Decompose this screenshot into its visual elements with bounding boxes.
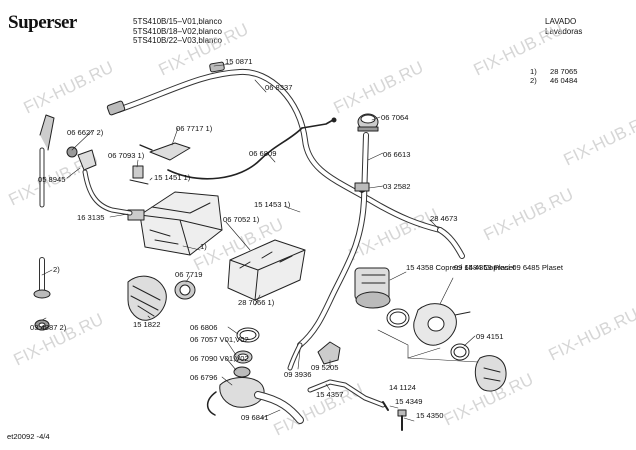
pump-filter-09-5205 [287, 341, 341, 371]
bracket-06-7717 [139, 142, 191, 161]
ring-set [233, 327, 260, 378]
drain-pump-15-4358 [354, 267, 410, 328]
part-label: 05 8945 [38, 175, 66, 184]
part-label: 16 3135 [77, 213, 105, 222]
legend-key: 1) [530, 67, 537, 76]
part-label: 06 7093 1) [108, 151, 145, 160]
part-label: 06 7064 [381, 113, 409, 122]
legend-value: 28 7065 [550, 67, 578, 76]
part-label: 1) [200, 242, 207, 251]
hose-06-6613 [297, 132, 370, 348]
wire-06-6809 [167, 117, 337, 180]
part-label: 15 4357 [316, 390, 344, 399]
part-label: 15 0871 [225, 57, 253, 66]
part-label: 14 1124 [389, 383, 416, 392]
bellows-15-1822 [127, 275, 196, 321]
part-label: 06 6627 2) [67, 128, 104, 137]
drain-pipe-09-6841 [206, 377, 304, 424]
part-label: 06 6796 [190, 373, 218, 382]
part-label: 06 7719 [175, 270, 203, 279]
model-list: 5TS410B/15–V01,blanco 5TS410B/18–V02,bla… [133, 17, 222, 45]
part-label: 15 1822 [133, 320, 161, 329]
legend-row: 2) 46 0484 [530, 76, 577, 85]
part-label: 06 6809 [249, 149, 277, 158]
detergent-hopper-16-3135 [127, 191, 223, 256]
part-label: 09 4151 [476, 332, 504, 341]
part-label: 09 3936 [284, 370, 312, 379]
part-label: 2) [53, 265, 60, 274]
part-label: 06 7057 V01,V02 [190, 335, 249, 344]
page-footer: et20092 -4/4 [7, 432, 50, 441]
part-label: 15 1451 1) [154, 173, 191, 182]
part-label: 09 6841 [241, 413, 269, 422]
part-label: 15 4350 [416, 411, 444, 420]
part-label: 06 7052 1) [223, 215, 260, 224]
legend-value: 46 0484 [550, 76, 578, 85]
part-label: 06 7090 V01,V02 [190, 354, 249, 363]
pump-body-09-6484 [413, 303, 471, 346]
part-label: 28 7066 1) [238, 298, 275, 307]
part-label: 09 5205 [311, 363, 339, 372]
legend-row: 1) 28 7065 [530, 67, 577, 76]
detergent-drawer-06-7052 [227, 239, 306, 301]
part-label: 15 4358 Coprecí 15 4359 Plaset [406, 263, 515, 272]
brand-logo: Superser [8, 12, 77, 33]
valve-06-7093 [129, 165, 149, 185]
legend-key: 2) [530, 76, 537, 85]
part-label: 15 1453 1) [254, 200, 291, 209]
part-label: 06 6613 [383, 150, 411, 159]
part-label: 09 6484 Coprecí 09 6485 Plaset [454, 263, 563, 272]
leader-lines [41, 63, 479, 422]
part-label: 28 4673 [430, 214, 458, 223]
hose-15-0871 [106, 61, 465, 259]
part-label: 15 4349 [395, 397, 423, 406]
part-label: 06 6806 [190, 323, 218, 332]
category-label: LAVADO Lavadoras [545, 17, 583, 36]
pipe-15-4357 [307, 379, 386, 408]
footnote-legend: 1) 28 7065 2) 46 0484 [530, 67, 577, 85]
screws [382, 401, 407, 431]
part-label: 03 4887 2) [30, 323, 67, 332]
part-label: 06 8337 [265, 83, 293, 92]
part-label: 03 2582 [383, 182, 411, 191]
pressure-switch-06-7064 [357, 113, 379, 132]
filter-09-4151 [450, 343, 507, 392]
part-label: 06 7717 1) [176, 124, 213, 133]
